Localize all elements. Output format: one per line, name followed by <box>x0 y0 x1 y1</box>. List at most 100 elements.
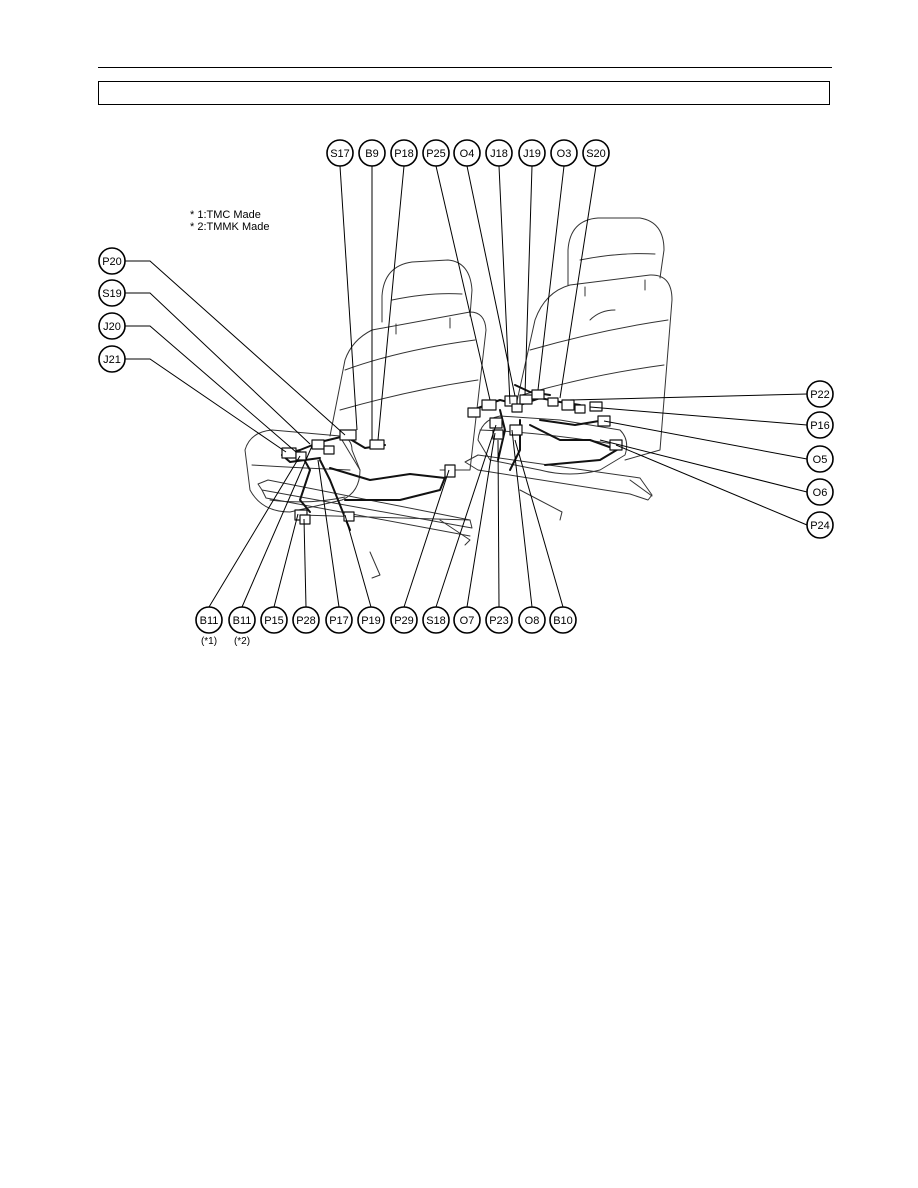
callout-p29: P29 <box>390 606 418 634</box>
callout-circle <box>358 139 386 167</box>
leader-j18 <box>498 165 511 405</box>
leader-s20 <box>559 165 597 399</box>
callout-p19: P19 <box>357 606 385 634</box>
callout-j18: J18 <box>485 139 513 167</box>
callout-o3: O3 <box>550 139 578 167</box>
callout-note: (*2) <box>234 636 250 647</box>
leader-p25 <box>435 165 491 401</box>
callout-circle <box>98 247 126 275</box>
callout-circle <box>422 139 450 167</box>
callout-circle <box>390 139 418 167</box>
callout-p16: P16 <box>806 411 834 439</box>
leader-o5 <box>603 420 808 460</box>
callout-circle <box>806 411 834 439</box>
callout-p18: P18 <box>390 139 418 167</box>
leader-o4 <box>466 165 516 397</box>
callout-label: P24 <box>810 520 830 532</box>
callout-label: P22 <box>810 389 830 401</box>
callout-label: S17 <box>330 148 350 160</box>
leader-o7 <box>466 432 496 608</box>
callout-circle <box>326 139 354 167</box>
callout-o7: O7 <box>453 606 481 634</box>
leader-p24 <box>615 444 808 526</box>
callout-label: S20 <box>586 148 606 160</box>
leader-j19 <box>524 165 533 396</box>
callout-label: B11 <box>200 615 219 627</box>
leader-p19 <box>344 514 372 608</box>
callout-j21: J21 <box>98 345 126 373</box>
callout-label: O3 <box>557 148 572 160</box>
callout-b11-2: B11 <box>228 606 256 634</box>
callout-b11-1: B11 <box>195 606 223 634</box>
callout-s20: S20 <box>582 139 610 167</box>
callout-circle <box>195 606 223 634</box>
leader-p16 <box>589 406 808 426</box>
leader-o6 <box>599 439 808 493</box>
leader-p17 <box>317 459 340 608</box>
callout-label: P25 <box>426 148 446 160</box>
callout-p20: P20 <box>98 247 126 275</box>
callout-circle <box>806 445 834 473</box>
leader-p15 <box>273 513 299 608</box>
callout-circle <box>485 606 513 634</box>
callout-circle <box>292 606 320 634</box>
connector-callouts: S17 B9 P18 P25 O4 J18 J19 O3 S20P20S19J20J21P22P… <box>98 139 834 647</box>
callout-p25: P25 <box>422 139 450 167</box>
callout-circle <box>485 139 513 167</box>
callout-s18: S18 <box>422 606 450 634</box>
leader-o3 <box>537 165 565 391</box>
callout-circle <box>422 606 450 634</box>
callout-o6: O6 <box>806 478 834 506</box>
callout-p17: P17 <box>325 606 353 634</box>
callout-label: P16 <box>810 420 830 432</box>
callout-label: P18 <box>394 148 414 160</box>
callout-o4: O4 <box>453 139 481 167</box>
leader-p29 <box>403 469 450 608</box>
seat-illustration <box>244 217 673 579</box>
callout-circle <box>98 279 126 307</box>
callout-label: B10 <box>553 615 573 627</box>
callout-o5: O5 <box>806 445 834 473</box>
leader-b11-2 <box>241 445 313 608</box>
callout-circle <box>550 139 578 167</box>
callout-p28: P28 <box>292 606 320 634</box>
callout-b9: B9 <box>358 139 386 167</box>
callout-circle <box>357 606 385 634</box>
callout-label: B9 <box>365 148 378 160</box>
callout-label: S19 <box>102 288 122 300</box>
top-rule <box>98 67 832 68</box>
callout-circle <box>518 139 546 167</box>
callout-label: S18 <box>426 615 446 627</box>
callout-circle <box>806 380 834 408</box>
leader-o8 <box>511 429 533 608</box>
leader-p20 <box>125 260 346 436</box>
callout-j19: J19 <box>518 139 546 167</box>
leader-p23 <box>497 439 500 608</box>
callout-o8: O8 <box>518 606 546 634</box>
callout-label: B11 <box>233 615 252 627</box>
callout-j20: J20 <box>98 312 126 340</box>
callout-circle <box>453 606 481 634</box>
leader-s19 <box>125 292 311 445</box>
callout-label: O7 <box>460 615 475 627</box>
callout-circle <box>260 606 288 634</box>
callout-circle <box>390 606 418 634</box>
callout-label: P23 <box>489 615 509 627</box>
callout-note: (*1) <box>201 636 217 647</box>
callout-label: J20 <box>103 321 121 333</box>
callout-label: J19 <box>523 148 541 160</box>
leader-s18 <box>435 424 497 608</box>
callout-s19: S19 <box>98 279 126 307</box>
callout-label: P15 <box>264 615 284 627</box>
leader-j21 <box>125 358 287 453</box>
callout-label: O8 <box>525 615 540 627</box>
callout-label: O5 <box>813 454 828 466</box>
callout-circle <box>325 606 353 634</box>
leader-b10 <box>514 439 564 608</box>
leader-j20 <box>125 325 297 453</box>
callout-circle <box>98 312 126 340</box>
callout-circle <box>228 606 256 634</box>
callout-label: O4 <box>460 148 475 160</box>
callout-circle <box>518 606 546 634</box>
